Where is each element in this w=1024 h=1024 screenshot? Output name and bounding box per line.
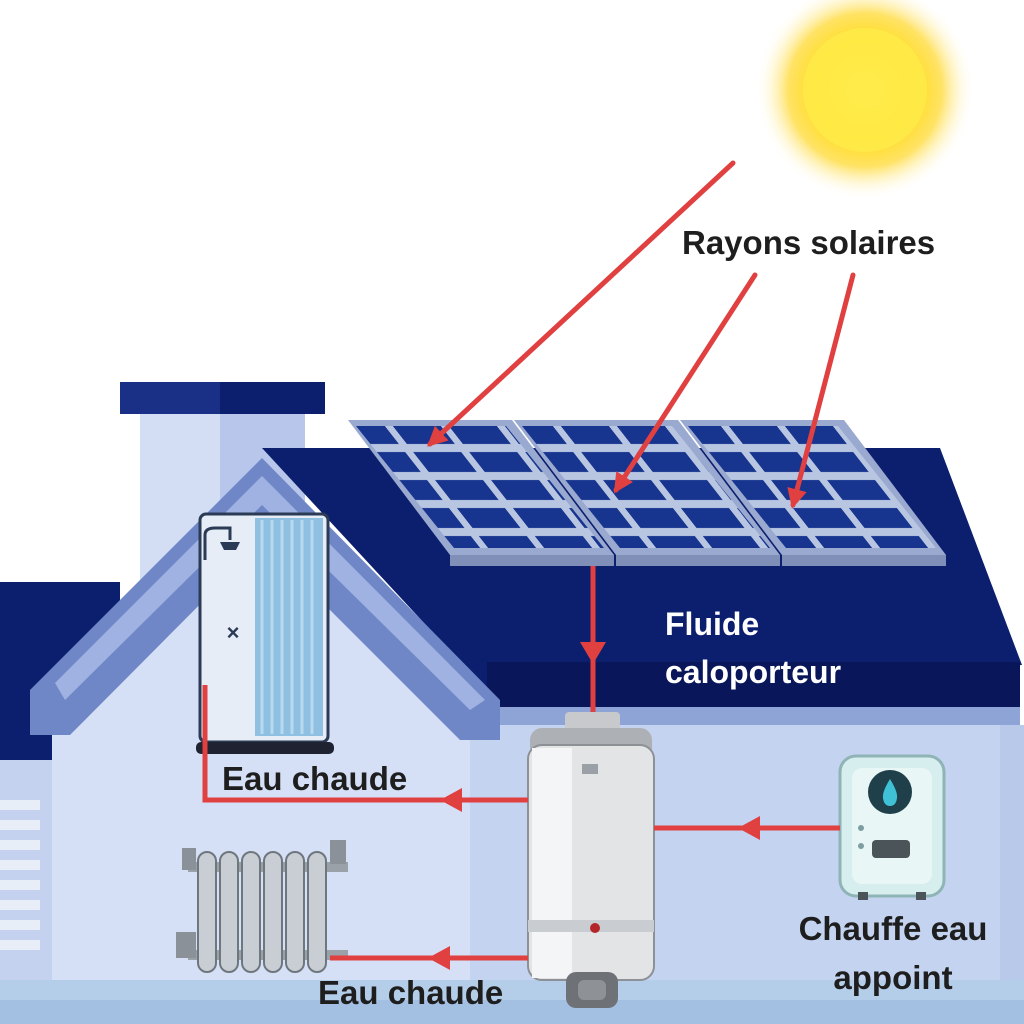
roof-fascia [487, 662, 1020, 707]
solar-panels [348, 420, 946, 566]
backup-heater-label-line1: Chauffe eau [798, 910, 988, 947]
shower: × [196, 512, 334, 754]
hot-water-shower-label: Eau chaude [222, 760, 408, 797]
fluid-label-line2: caloporteur [665, 653, 842, 690]
sun-ray-arrows [427, 160, 856, 509]
backup-heater-label-line2: appoint [833, 958, 953, 996]
svg-text:×: × [227, 620, 240, 645]
pipe-arrows [202, 566, 840, 970]
sun-ray-arrow [613, 272, 758, 494]
shower-pipe [202, 685, 528, 803]
backup-heater-label: Chauffe eau appoint [782, 910, 1004, 996]
radiator [176, 840, 348, 973]
fluid-label: Fluide caloporteur [665, 606, 842, 690]
backup-heater [838, 754, 946, 900]
annex-siding [0, 800, 40, 950]
water-tank [527, 712, 655, 1008]
sun-ray-arrow [787, 272, 856, 509]
sun-rays-label: Rayons solaires [682, 224, 936, 261]
hot-water-radiator-label: Eau chaude [318, 974, 504, 1011]
fluid-label-line1: Fluide [665, 606, 760, 642]
sun-ray-arrow [427, 160, 736, 447]
